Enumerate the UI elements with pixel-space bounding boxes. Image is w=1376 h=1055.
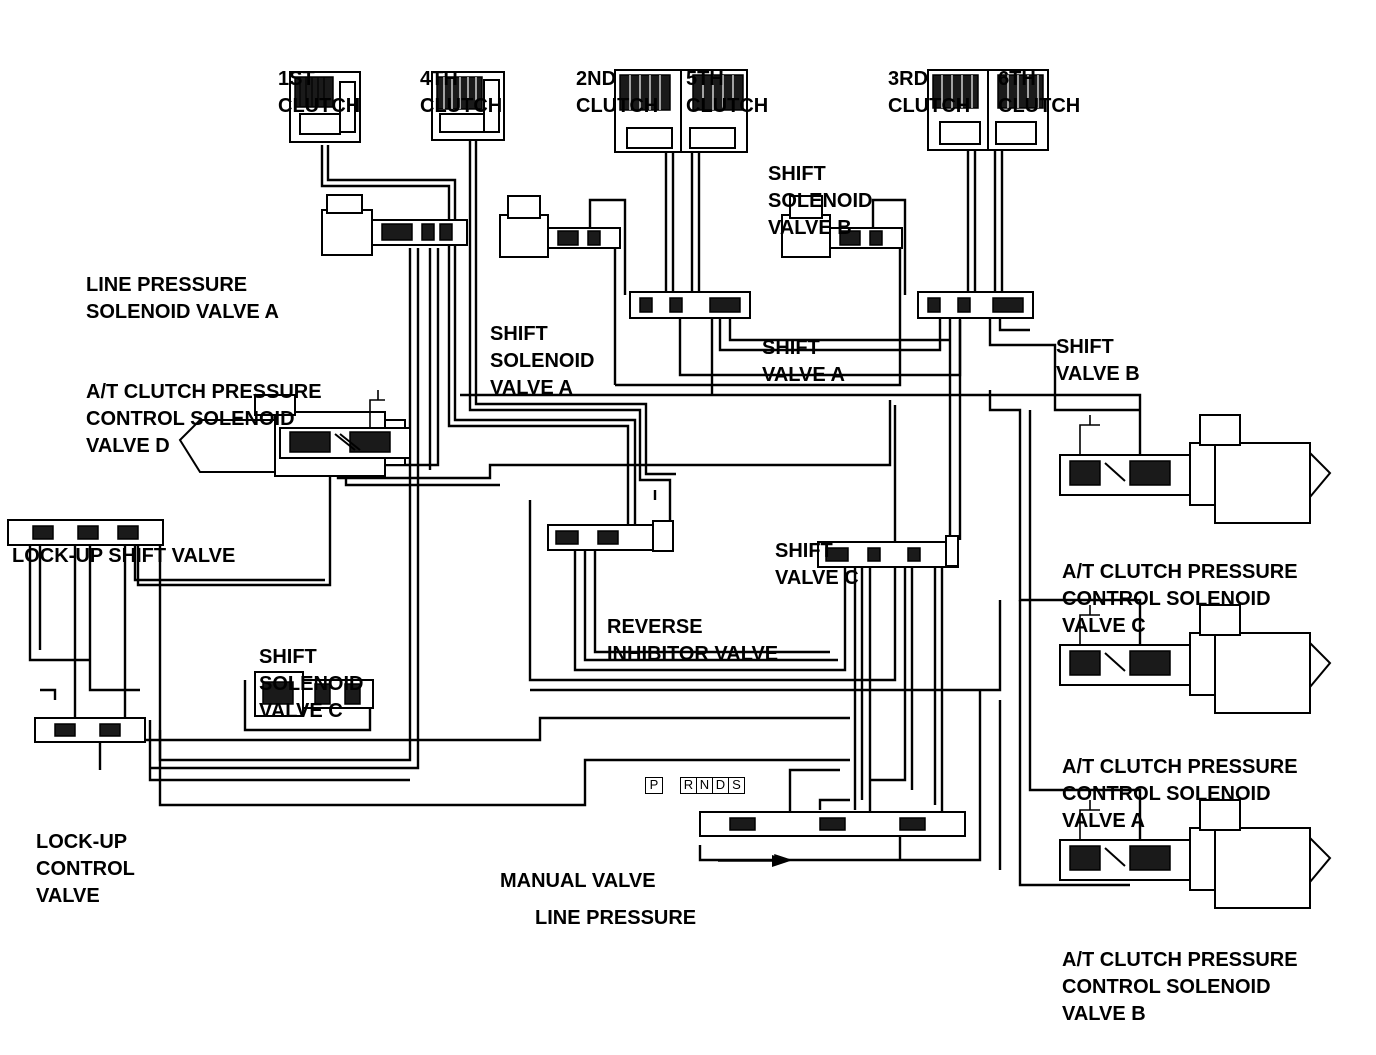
shift-valve-b-unit (917, 291, 1034, 319)
clutch-2nd-5th-unit (614, 69, 748, 153)
lockup-shift-valve-unit (7, 519, 164, 546)
manual-valve-unit (699, 811, 966, 867)
lockup-control-valve-unit (34, 717, 146, 743)
label-manual-valve: MANUAL VALVE (500, 870, 656, 892)
clutch-1st-unit (289, 71, 361, 143)
selector-r: R (680, 777, 697, 794)
reverse-inhibitor-valve-unit (547, 520, 674, 552)
hydraulic-passages (28, 140, 1142, 887)
hydraulic-circuit-diagram (7, 69, 1332, 909)
selector-p: P (645, 777, 663, 794)
selector-d: D (712, 777, 729, 794)
at-clutch-pc-solenoid-a-unit (1059, 604, 1332, 714)
line-pressure-solenoid-a-unit (321, 194, 468, 256)
clutch-3rd-6th-unit (927, 69, 1049, 151)
at-clutch-pc-solenoid-b-unit (1059, 799, 1332, 909)
shift-valve-a-unit (629, 291, 751, 319)
label-lock-up-shift-valve: LOCK-UP SHIFT VALVE (12, 545, 236, 567)
clutch-4th-unit (431, 71, 505, 141)
at-clutch-pc-solenoid-d-unit (178, 390, 411, 477)
shift-solenoid-b-unit (781, 195, 903, 258)
shift-solenoid-c-unit (254, 671, 374, 717)
at-clutch-pc-solenoid-c-unit (1059, 414, 1332, 524)
shift-solenoid-a-unit (499, 195, 621, 258)
line-pressure-arrow (718, 855, 790, 867)
shift-valve-c-unit (817, 535, 959, 568)
selector-s: S (728, 777, 745, 794)
selector-n: N (696, 777, 713, 794)
label-line-pressure: LINE PRESSURE (535, 907, 697, 929)
